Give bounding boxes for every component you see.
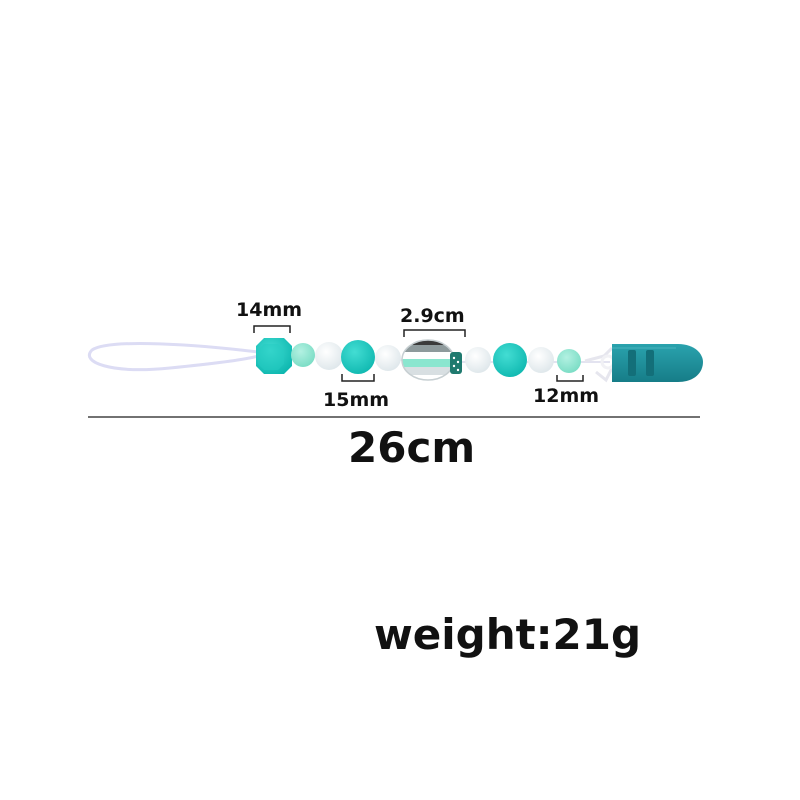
cube-bead-size-label: 14mm — [236, 299, 303, 321]
dimension-bracket-cube — [253, 325, 291, 333]
white-bead — [528, 347, 554, 373]
cube-bead — [256, 338, 292, 374]
white-bead — [465, 347, 491, 373]
dimension-bracket-round — [341, 374, 375, 382]
mint-small-bead — [557, 349, 581, 373]
clip-connector — [584, 346, 616, 383]
white-bead — [375, 345, 401, 371]
dimension-bracket-balloon — [403, 329, 466, 337]
weight-label: weight:21g — [374, 610, 642, 659]
white-bead — [315, 342, 343, 370]
balloon-bead-size-label: 2.9cm — [400, 305, 465, 327]
overall-length-label: 26cm — [348, 423, 476, 472]
teal-round-bead — [493, 343, 527, 377]
round-bead-size-label: 15mm — [323, 389, 390, 411]
pacifier-clip — [612, 344, 703, 382]
small-bead-size-label: 12mm — [533, 385, 600, 407]
dimension-bracket-small — [556, 375, 584, 382]
balloon-bead — [401, 339, 462, 381]
teal-round-bead — [341, 340, 375, 374]
mint-bead — [291, 343, 315, 367]
